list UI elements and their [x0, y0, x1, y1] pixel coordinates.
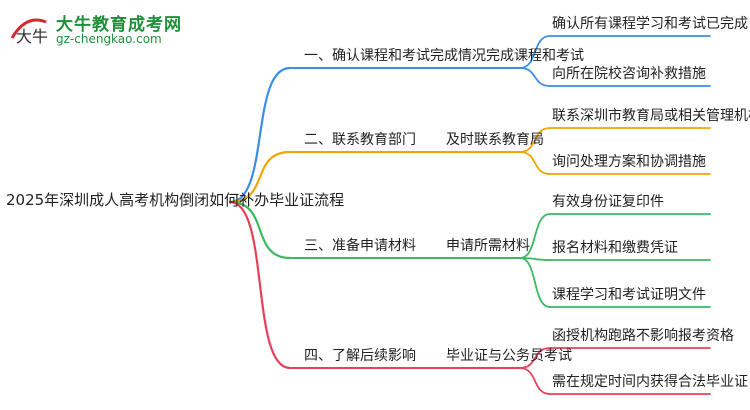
- branch-3-connector: [228, 200, 292, 260]
- branch-2-leaf-2-connector: [519, 151, 551, 175]
- logo-title: 大牛教育成考网: [56, 15, 182, 35]
- branch-2-leaf-2-label: 询问处理方案和协调措施: [552, 154, 706, 170]
- branch-1-leaf-1-label: 确认所有课程学习和考试已完成: [552, 16, 748, 32]
- branch-3-leaf-3-connector: [519, 257, 551, 308]
- branch-4-connector: [228, 200, 292, 370]
- branch-1-label: 一、确认课程和考试完成情况: [304, 48, 486, 64]
- branch-3-leaf-1-connector: [519, 213, 551, 259]
- branch-1-leaf-2-label: 向所在院校咨询补救措施: [552, 66, 706, 82]
- branch-4-leaf-1-label: 函授机构跑路不影响报考资格: [552, 328, 734, 344]
- root-node-label: 2025年深圳成人高考机构倒闭如何补办毕业证流程: [6, 191, 345, 209]
- branch-1-sub-label: 完成课程和考试: [486, 48, 584, 64]
- branch-4-leaf-1-connector: [519, 347, 551, 369]
- logo-url: gz-chengkao.com: [56, 32, 162, 46]
- branch-4-label: 四、了解后续影响: [304, 348, 416, 364]
- branch-4-leaf-2-label: 需在规定时间内获得合法毕业证: [552, 374, 748, 390]
- branch-2-label: 二、联系教育部门: [304, 132, 416, 148]
- branch-3-sub-label: 申请所需材料: [446, 238, 530, 254]
- branch-3-leaf-3-label: 课程学习和考试证明文件: [552, 287, 706, 303]
- branch-1-leaf-2-connector: [519, 67, 551, 87]
- branch-2-leaf-1-label: 联系深圳市教育局或相关管理机构: [552, 108, 750, 124]
- branch-3-leaf-1-label: 有效身份证复印件: [552, 194, 664, 210]
- branch-2-connector: [228, 150, 292, 204]
- branch-2-leaf-1-connector: [519, 127, 551, 153]
- branch-2-sub-label: 及时联系教育局: [446, 132, 544, 148]
- branch-1-leaf-1-connector: [519, 35, 551, 69]
- branch-4-sub-label: 毕业证与公务员考试: [446, 348, 572, 364]
- svg-text:大牛: 大牛: [16, 27, 48, 46]
- site-logo: 大牛 大牛教育成考网 gz-chengkao.com: [6, 8, 186, 52]
- branch-4-leaf-2-connector: [519, 367, 551, 395]
- logo-emblem-icon: 大牛: [10, 18, 48, 46]
- branch-1-connector: [228, 66, 292, 204]
- branch-3-label: 三、准备申请材料: [304, 238, 416, 254]
- branch-3-leaf-2-label: 报名材料和缴费凭证: [552, 240, 678, 256]
